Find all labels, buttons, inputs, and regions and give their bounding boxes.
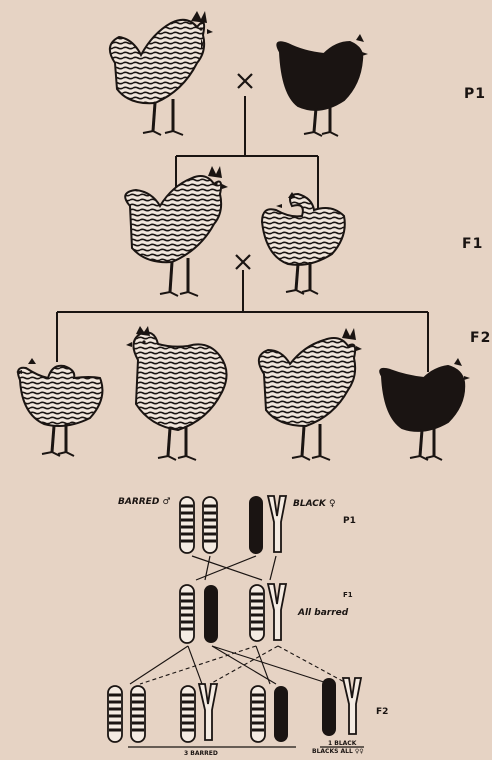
generation-label-f2: F2 xyxy=(470,330,491,346)
one-black-label: 1 BLACK xyxy=(328,740,356,747)
blacks-all-females-label: BLACKS ALL ♀♀ xyxy=(312,748,364,755)
f2-barred-y-pair xyxy=(181,684,217,742)
all-barred-label: All barred xyxy=(298,608,348,618)
cross-symbol-f1 xyxy=(236,255,250,269)
f2-barred-rooster-icon xyxy=(259,328,362,460)
f2-black-hen-icon xyxy=(380,358,470,460)
p1-y-chromosome xyxy=(268,496,286,552)
three-barred-label: 3 BARRED xyxy=(184,750,218,757)
f1-barred-y-chromosome-pair xyxy=(250,584,286,641)
chromosome-p1-label: P1 xyxy=(343,516,356,526)
p1-black-chromosome xyxy=(249,496,263,554)
black-female-label: BLACK ♀ xyxy=(293,499,336,509)
chromosome-f2-label: F2 xyxy=(376,707,388,717)
f1-barred-hen-icon xyxy=(262,192,345,294)
cross-symbol-p1 xyxy=(238,74,252,88)
generation-label-p1: P1 xyxy=(464,86,486,102)
chromosome-f1-label: F1 xyxy=(343,591,353,599)
p1-to-f1-lines xyxy=(192,556,276,580)
f2-barred-rooster-icon xyxy=(126,326,227,460)
pedigree-lines xyxy=(57,96,428,372)
f2-barred-black-pair xyxy=(251,686,288,742)
f2-black-y-pair xyxy=(322,678,361,736)
f2-barred-barred-pair xyxy=(108,686,145,742)
p1-barred-rooster-icon xyxy=(110,11,213,135)
f1-to-f2-lines xyxy=(130,646,348,684)
p1-black-hen-icon xyxy=(277,34,368,136)
f2-barred-hen-icon xyxy=(16,358,102,456)
f1-barred-black-chromosome-pair xyxy=(180,585,218,643)
generation-label-f1: F1 xyxy=(462,236,483,252)
barred-male-label: BARRED ♂ xyxy=(118,497,171,507)
p1-barred-chromosome-pair xyxy=(180,497,217,553)
